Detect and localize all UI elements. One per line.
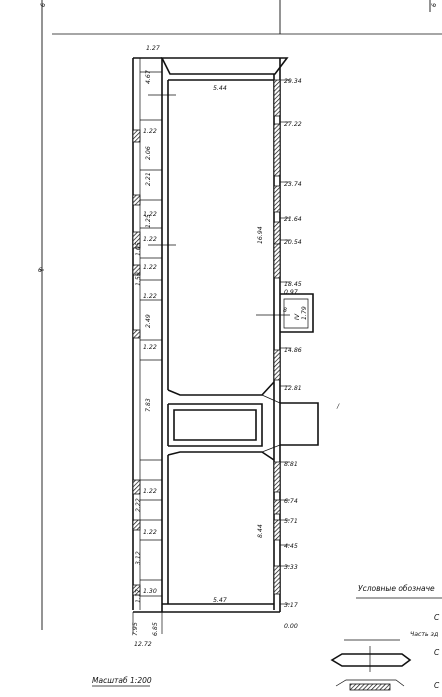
legend-hatch <box>349 683 391 691</box>
lower-room-height: 8.44 <box>257 524 264 538</box>
building-outline <box>132 57 319 613</box>
annex-dim: 1.79 <box>301 306 308 320</box>
right-dim: 21.64 <box>284 216 302 223</box>
legend: Условные обозначе Часть зд C C C <box>330 584 442 691</box>
hatched-walls <box>132 79 281 596</box>
top-right-mark: 6 <box>431 3 438 7</box>
annex-mark: 8 <box>283 307 287 314</box>
bottom-dim: 12.72 <box>134 641 152 648</box>
left-dim: 4.67 <box>145 70 152 84</box>
left-dim: 2.21 <box>145 172 152 186</box>
left-dim: 1.17 <box>135 589 142 603</box>
legend-letter: C <box>434 648 440 657</box>
lower-room-width: 5.47 <box>213 597 227 604</box>
left-dim: 1.05 <box>135 242 142 256</box>
left-dim: 1.27 <box>146 45 160 52</box>
right-dim: 12.81 <box>284 385 302 392</box>
left-dim-ticks <box>140 71 290 597</box>
right-dim: 8.81 <box>284 461 298 468</box>
left-dim: 1.59 <box>135 272 142 286</box>
right-dim: 23.74 <box>284 181 302 188</box>
bottom-dim: 7.95 <box>132 622 139 636</box>
left-dimensions: 1.27 4.67 1.22 2.06 2.21 1.22 1.25 1.22 … <box>135 45 160 603</box>
right-dimensions: 29.34 27.22 23.74 21.64 20.54 18.45 0.97… <box>284 78 302 630</box>
scale-label: Масштаб 1:200 <box>92 676 152 685</box>
left-dim: 3.12 <box>135 551 142 565</box>
left-dim: 7.83 <box>145 398 152 412</box>
left-dim: 1.22 <box>143 264 157 271</box>
left-tick-mark: 6 <box>38 267 42 274</box>
bottom-dim: 6.85 <box>152 622 159 636</box>
right-dim: 14.86 <box>284 347 302 354</box>
left-dim: 1.25 <box>145 214 152 228</box>
right-dim: 4.45 <box>284 543 298 550</box>
right-dim: 3.17 <box>284 602 298 609</box>
left-dim: 2.49 <box>145 314 152 328</box>
left-dim: 1.22 <box>143 529 157 536</box>
right-dim: 0.97 <box>284 289 298 296</box>
top-left-mark: 6 <box>40 3 47 7</box>
legend-title: Условные обозначе <box>358 584 435 593</box>
upper-room-width: 5.44 <box>213 85 227 92</box>
right-dim-ticks <box>280 79 290 605</box>
right-dim: 3.33 <box>284 564 298 571</box>
right-dim: 29.34 <box>284 78 302 85</box>
left-dim: 2.06 <box>145 146 152 160</box>
left-dim: 1.22 <box>143 236 157 243</box>
right-dim: 5.71 <box>284 518 298 525</box>
right-dim: 27.22 <box>284 121 302 128</box>
left-dim: 1.30 <box>143 588 157 595</box>
annex-label: IV <box>294 313 301 320</box>
legend-letter: C <box>434 613 440 622</box>
right-dim: 18.45 <box>284 281 302 288</box>
side-marker: / <box>336 403 340 410</box>
legend-letter: C <box>434 681 440 690</box>
legend-symbol <box>330 653 412 667</box>
left-dim: 1.22 <box>143 128 157 135</box>
legend-item: Часть зд <box>410 631 438 638</box>
right-dim: 20.54 <box>284 239 302 246</box>
left-dim: 1.22 <box>143 488 157 495</box>
left-dim: 1.22 <box>143 293 157 300</box>
right-dim: 6.74 <box>284 498 298 505</box>
left-dim: 1.22 <box>143 211 157 218</box>
left-dim: 1.22 <box>143 344 157 351</box>
upper-room-height: 16.94 <box>257 226 264 244</box>
left-dim: 2.22 <box>135 498 142 512</box>
right-dim: 0.00 <box>284 623 298 630</box>
